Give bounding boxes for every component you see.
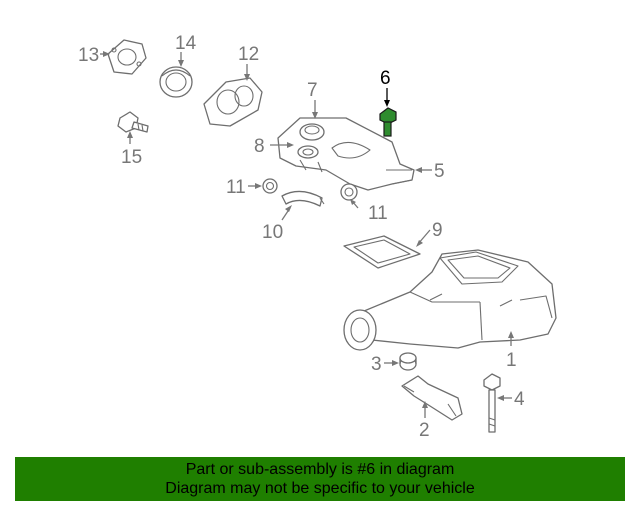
- callout-1: 1: [506, 350, 517, 371]
- callout-2: 2: [419, 420, 430, 441]
- part-7-cap[interactable]: [299, 123, 325, 141]
- banner-line-1: Part or sub-assembly is #6 in diagram: [185, 461, 455, 478]
- callout-14: 14: [175, 33, 197, 54]
- part-13-gasket[interactable]: [107, 39, 147, 75]
- part-11-seal-a[interactable]: [262, 178, 278, 194]
- callout-4: 4: [514, 389, 525, 410]
- callout-15: 15: [121, 147, 142, 168]
- part-2-bracket[interactable]: [401, 375, 463, 421]
- callout-13: 13: [78, 45, 99, 66]
- callout-8: 8: [254, 136, 265, 157]
- part-6-bolt[interactable]: [379, 107, 397, 137]
- callout-11b: 11: [368, 203, 388, 224]
- part-11-seal-b[interactable]: [340, 183, 358, 201]
- part-9-gasket[interactable]: [343, 235, 421, 269]
- part-4-bolt[interactable]: [483, 373, 501, 433]
- callout-5: 5: [434, 161, 445, 182]
- part-3-bushing[interactable]: [399, 352, 417, 371]
- part-10-hose[interactable]: [281, 190, 325, 207]
- part-15-bolt[interactable]: [117, 111, 149, 133]
- callout-6: 6: [380, 68, 391, 89]
- part-12-adapter[interactable]: [203, 77, 263, 127]
- info-banner: Part or sub-assembly is #6 in diagram Di…: [15, 457, 625, 501]
- callout-3: 3: [371, 354, 382, 375]
- part-14-seal[interactable]: [159, 66, 193, 98]
- callout-7: 7: [307, 80, 318, 101]
- callout-9: 9: [432, 220, 443, 241]
- callout-10: 10: [262, 222, 283, 243]
- callout-12: 12: [238, 44, 259, 65]
- part-1-supercharger[interactable]: [343, 249, 557, 351]
- callout-11a: 11: [226, 177, 246, 198]
- banner-line-2: Diagram may not be specific to your vehi…: [165, 480, 475, 497]
- part-8-seal[interactable]: [297, 145, 319, 159]
